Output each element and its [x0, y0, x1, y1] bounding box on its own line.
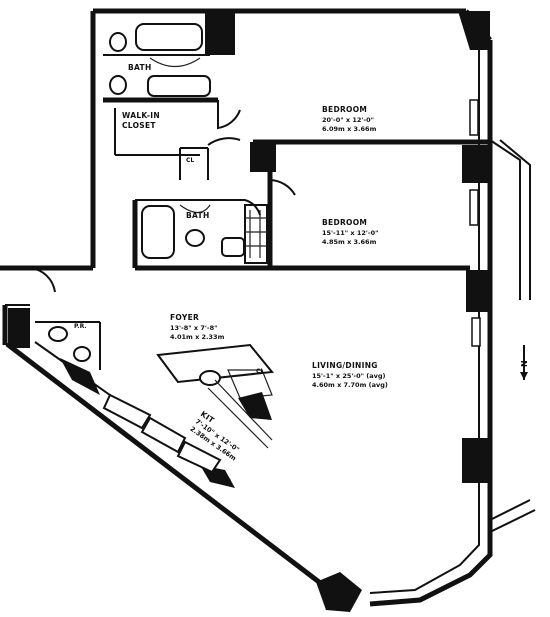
foyer-dim-imperial: 13'-8" x 7'-8" — [170, 324, 217, 332]
closet-upper-label: CL — [186, 157, 194, 164]
foyer-label: FOYER — [170, 313, 199, 322]
bath-middle-label: BATH — [186, 211, 210, 220]
powder-room-fixtures — [35, 321, 101, 370]
closet-shelving — [244, 204, 268, 264]
bedroom-main-dim-imperial: 20'-0" x 12'-0" — [322, 116, 374, 124]
bedroom-main-dim-metric: 6.09m x 3.66m — [322, 125, 377, 133]
walk-in-closet-label: WALK-IN — [122, 111, 160, 120]
walk-in-closet-label-line2: CLOSET — [122, 121, 156, 130]
north-arrow-icon: N — [520, 345, 529, 380]
powder-room-label: P.R. — [74, 323, 87, 330]
kitchen-fixtures — [102, 343, 274, 474]
compass-label: N — [520, 360, 529, 367]
upper-bath-fixtures — [109, 23, 211, 97]
bath-upper-label: BATH — [128, 63, 152, 72]
middle-bath-fixtures — [141, 204, 245, 259]
bedroom-second-dim-metric: 4.85m x 3.66m — [322, 238, 377, 246]
bedroom-main-label: BEDROOM — [322, 105, 367, 114]
interior-walls — [103, 54, 490, 271]
living-dining-label: LIVING/DINING — [312, 361, 378, 370]
door-swings — [29, 100, 296, 293]
windows — [469, 99, 481, 347]
bedroom-second-label: BEDROOM — [322, 218, 367, 227]
kitchen-closet-label: CL — [256, 368, 264, 375]
foyer-dim-metric: 4.01m x 2.33m — [170, 333, 225, 341]
balcony-rail — [489, 139, 536, 533]
living-dining-dim-imperial: 15'-1" x 25'-0" (avg) — [312, 372, 386, 380]
bedroom-second-dim-imperial: 15'-11" x 12'-0" — [322, 229, 379, 237]
structural-columns — [8, 11, 490, 612]
exterior-walls — [0, 8, 493, 607]
living-dining-dim-metric: 4.60m x 7.70m (avg) — [312, 381, 388, 389]
